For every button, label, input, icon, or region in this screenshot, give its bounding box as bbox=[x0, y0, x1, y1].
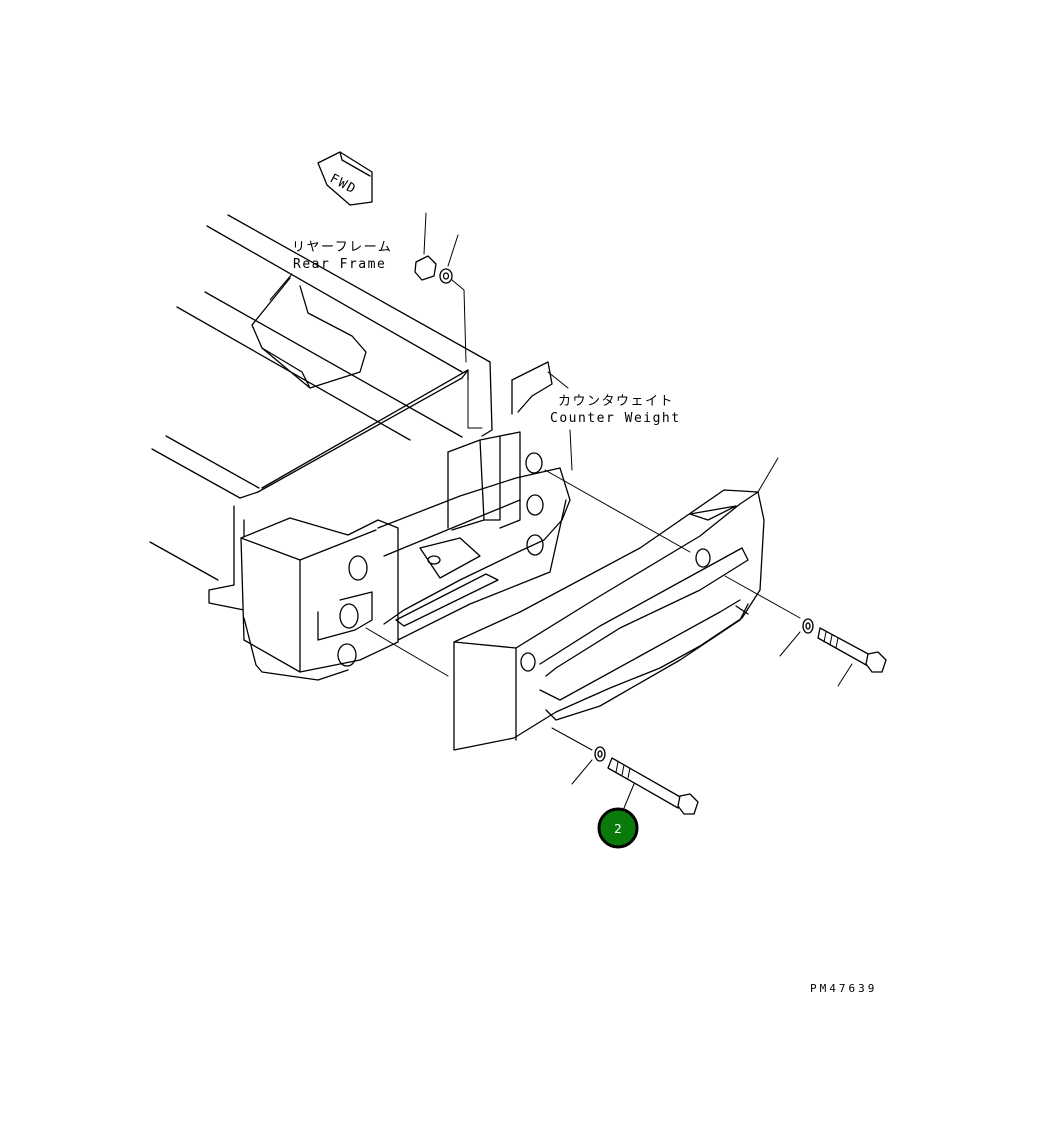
alignment-lines bbox=[365, 469, 801, 751]
bolt-and-washer-bottom bbox=[571, 746, 699, 815]
counterweight bbox=[453, 457, 779, 751]
drawing-code: PM47639 bbox=[810, 982, 877, 995]
counter-weight-label: カウンタウェイト Counter Weight bbox=[547, 371, 681, 471]
callout-2-number: 2 bbox=[614, 822, 622, 836]
rear-frame-label: リヤーフレーム Rear Frame bbox=[269, 240, 392, 301]
bolt-and-washer-right bbox=[779, 618, 887, 687]
nut-and-washer bbox=[414, 212, 483, 429]
fwd-label: FWD bbox=[327, 171, 359, 197]
callout-2[interactable]: 2 bbox=[597, 807, 639, 849]
rear-frame-label-en: Rear Frame bbox=[293, 257, 386, 272]
counter-weight-label-en: Counter Weight bbox=[550, 411, 681, 426]
rear-frame bbox=[149, 214, 571, 681]
fwd-arrow-icon: FWD bbox=[317, 151, 373, 206]
counter-weight-label-jp: カウンタウェイト bbox=[558, 394, 674, 409]
rear-frame-label-jp: リヤーフレーム bbox=[292, 240, 392, 255]
